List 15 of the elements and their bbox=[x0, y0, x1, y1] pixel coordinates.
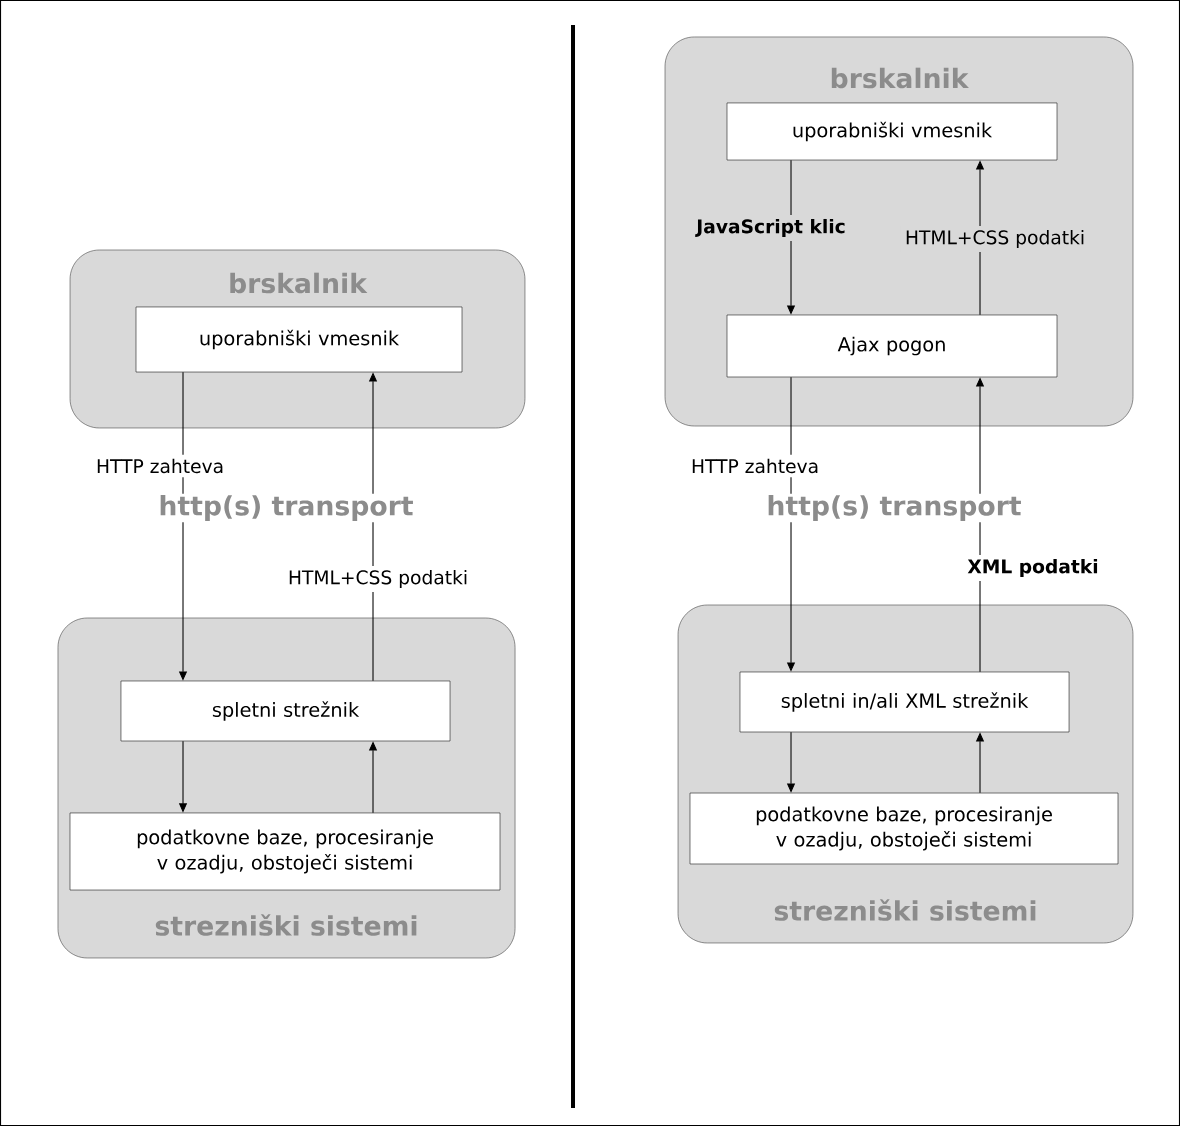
edge-label: HTTP zahteva bbox=[687, 454, 824, 478]
process-box: uporabniški vmesnik bbox=[135, 306, 463, 373]
transport-label: http(s) transport bbox=[157, 493, 415, 523]
process-box: uporabniški vmesnik bbox=[726, 102, 1058, 161]
edge-label: HTTP zahteva bbox=[92, 454, 229, 478]
transport-label: http(s) transport bbox=[765, 493, 1023, 523]
edge-label: JavaScript klic bbox=[692, 214, 850, 242]
edge-label: XML podatki bbox=[963, 554, 1103, 582]
process-box: spletni strežnik bbox=[120, 680, 451, 742]
edge-label: HTML+CSS podatki bbox=[900, 225, 1090, 253]
process-box: podatkovne baze, procesiranje v ozadju, obstoječi sistemi bbox=[69, 812, 501, 891]
process-box: podatkovne baze, procesiranje v ozadju, obstoječi sistemi bbox=[689, 792, 1119, 865]
process-box: Ajax pogon bbox=[726, 314, 1058, 378]
edge-label: HTML+CSS podatki bbox=[283, 565, 473, 593]
process-box: spletni in/ali XML strežnik bbox=[739, 671, 1070, 733]
